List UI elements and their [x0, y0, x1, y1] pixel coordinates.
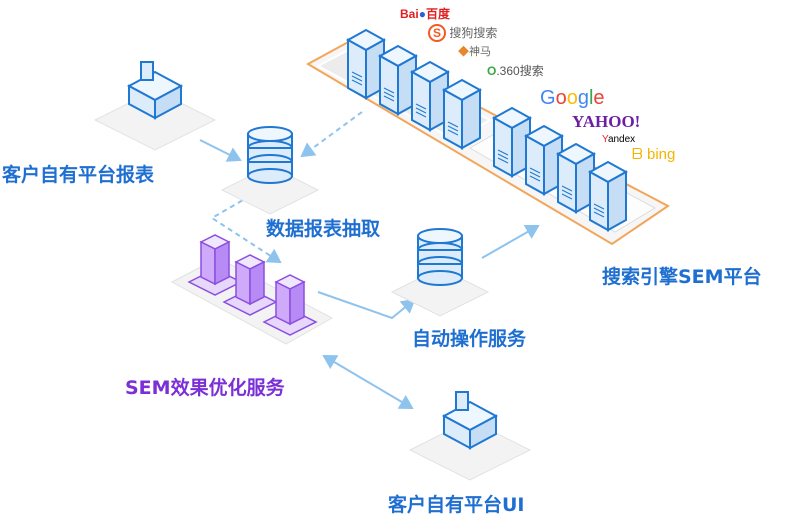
- purple-building-icon: [222, 254, 278, 316]
- server-icon: [441, 78, 483, 150]
- shenma-logo: ◆神马: [458, 46, 491, 58]
- server-icon: [377, 44, 419, 116]
- node-icons: [93, 61, 532, 481]
- label-client-report: 客户自有平台报表: [2, 164, 155, 186]
- database-icon: [390, 228, 490, 317]
- google-logo: Google: [540, 87, 605, 109]
- purple-building-icon: [262, 274, 318, 336]
- arrow-engine-to-extract: [300, 111, 363, 158]
- arrow-optimize-to-auto: [317, 291, 416, 320]
- arrows: [199, 111, 540, 410]
- yandex-logo: Yandex: [602, 134, 636, 145]
- server-icon: [491, 106, 533, 178]
- sogou-logo: S 搜狗搜索: [428, 24, 497, 42]
- arrow-optimize-ui-bidirectional: [322, 354, 414, 410]
- building-icon: [408, 391, 532, 481]
- arrow-auto-to-engine: [481, 225, 540, 259]
- purple-building-icon: [187, 234, 243, 296]
- database-icon: [220, 126, 320, 215]
- server-group: [345, 28, 629, 232]
- server-icon: [555, 142, 597, 214]
- building-icon: [93, 61, 217, 151]
- label-data-extract: 数据报表抽取: [266, 218, 381, 240]
- server-icon: [587, 160, 629, 232]
- server-icon: [523, 124, 565, 196]
- label-search-sem: 搜索引擎SEM平台: [602, 266, 762, 288]
- baidu-logo: Bai●百度: [400, 7, 450, 21]
- arrow-report-to-extract: [199, 139, 242, 162]
- bing-logo: ᗷ bing: [632, 146, 676, 163]
- label-auto-ops: 自动操作服务: [412, 328, 527, 350]
- yahoo-logo: YAHOO!: [572, 112, 641, 131]
- server-icon: [345, 28, 387, 100]
- 360-logo: O.360搜索: [487, 64, 544, 78]
- label-client-ui: 客户自有平台UI: [388, 494, 525, 516]
- label-sem-optimize: SEM效果优化服务: [125, 377, 285, 399]
- server-icon: [409, 60, 451, 132]
